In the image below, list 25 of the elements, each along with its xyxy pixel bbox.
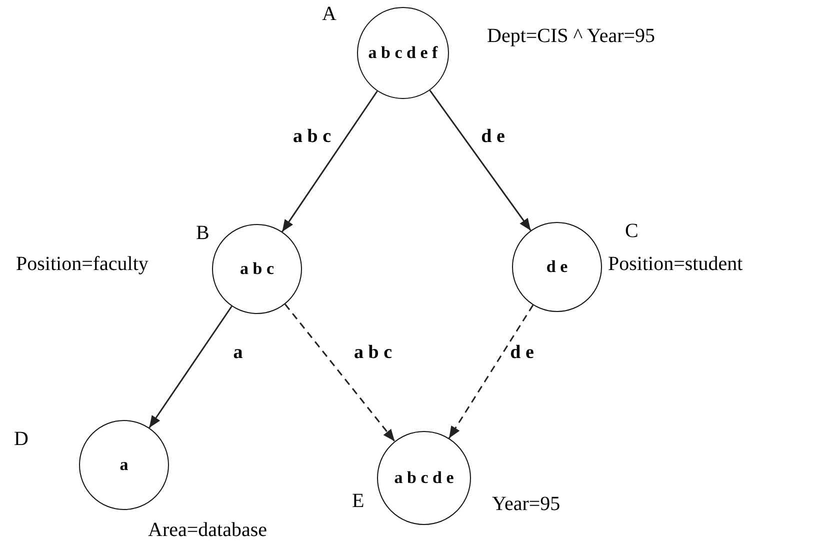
node-letter: C bbox=[625, 220, 638, 243]
condition-label: Position=student bbox=[608, 253, 743, 276]
arrow bbox=[429, 90, 532, 231]
circle-node bbox=[357, 7, 449, 99]
circle-node bbox=[377, 431, 471, 525]
condition-label: Area=database bbox=[148, 519, 267, 542]
arrow bbox=[284, 304, 396, 442]
condition-label: Position=faculty bbox=[16, 253, 148, 276]
node-text: a b c d e f bbox=[368, 43, 438, 63]
condition-label: Dept=CIS ^ Year=95 bbox=[487, 25, 656, 48]
circle-node bbox=[512, 222, 602, 312]
arrow bbox=[282, 90, 378, 232]
node-letter: A bbox=[322, 3, 336, 26]
circle-node bbox=[212, 224, 302, 314]
node-letter: B bbox=[196, 222, 210, 245]
arrow bbox=[448, 304, 534, 439]
circle-node bbox=[79, 420, 169, 510]
arrow bbox=[148, 306, 232, 428]
node-letter: D bbox=[14, 428, 28, 451]
condition-label: Year=95 bbox=[492, 493, 560, 516]
node-text: a b c d e bbox=[394, 468, 454, 488]
node-text: d e bbox=[546, 257, 568, 277]
node-text: a bbox=[120, 455, 128, 475]
node-text: a b c bbox=[240, 259, 274, 279]
node-letter: E bbox=[352, 490, 364, 513]
